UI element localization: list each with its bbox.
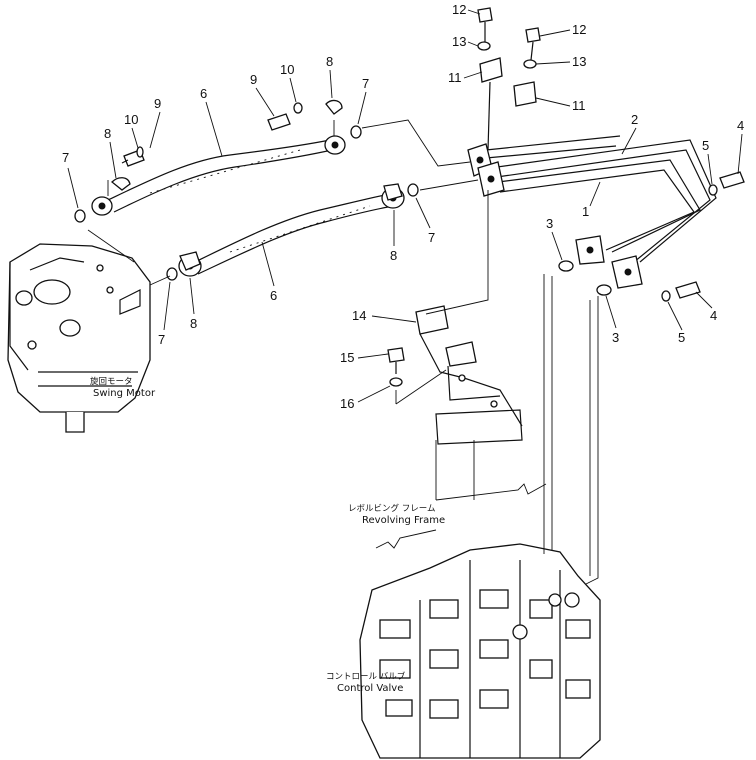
callout-11a: 11	[448, 70, 462, 85]
control-valve: コントロール バルブ Control Valve	[326, 543, 601, 759]
callout-9b: 9	[250, 72, 257, 87]
callout-3a: 3	[546, 216, 553, 231]
clamps	[111, 99, 403, 271]
hose-bolts	[121, 102, 303, 167]
swing-motor-label: Swing Motor	[93, 388, 156, 399]
callout-7a: 7	[62, 150, 69, 165]
callout-7b: 7	[362, 76, 369, 91]
hose-lower	[178, 187, 405, 277]
callout-9a: 9	[154, 96, 161, 111]
callout-14: 14	[352, 308, 366, 323]
o-ring-3b	[596, 284, 612, 296]
callout-5a: 5	[702, 138, 709, 153]
callout-10a: 10	[124, 112, 138, 127]
callout-6a: 6	[200, 86, 207, 101]
callout-2: 2	[631, 112, 638, 127]
frame-label: Revolving Frame	[362, 515, 445, 526]
callout-13a: 13	[452, 34, 466, 49]
swing-motor: 旋回モータ Swing Motor	[7, 243, 156, 433]
o-ring-3a	[558, 260, 574, 272]
callout-8a: 8	[104, 126, 111, 141]
bracket	[387, 305, 523, 445]
valve-label-jp: コントロール バルブ	[326, 671, 406, 682]
frame-label-jp: レボルビング フレーム	[348, 503, 435, 514]
frame-indicator: レボルビング フレーム Revolving Frame	[348, 440, 547, 549]
callout-5b: 5	[678, 330, 685, 345]
callout-11b: 11	[572, 98, 586, 113]
tube-bolts	[661, 171, 745, 302]
callout-7c: 7	[428, 230, 435, 245]
callout-15: 15	[340, 350, 354, 365]
callouts: 12 13 11 12 13 11 2 1 5 4 3 3 4 5 9	[62, 2, 744, 411]
hose-upper	[91, 120, 346, 216]
callout-4a: 4	[737, 118, 744, 133]
callout-12a: 12	[452, 2, 466, 17]
connection-lines	[87, 119, 599, 585]
callout-13b: 13	[572, 54, 586, 69]
steel-tubes	[467, 135, 717, 289]
o-rings	[74, 125, 419, 281]
tube-clips	[477, 7, 541, 151]
callout-8c: 8	[390, 248, 397, 263]
callout-6b: 6	[270, 288, 277, 303]
callout-3b: 3	[612, 330, 619, 345]
swing-motor-label-jp: 旋回モータ	[90, 376, 133, 387]
callout-4b: 4	[710, 308, 717, 323]
callout-7d: 7	[158, 332, 165, 347]
callout-8d: 8	[190, 316, 197, 331]
callout-16: 16	[340, 396, 354, 411]
callout-1: 1	[582, 204, 589, 219]
callout-8b: 8	[326, 54, 333, 69]
callout-10b: 10	[280, 62, 294, 77]
callout-12b: 12	[572, 22, 586, 37]
valve-label: Control Valve	[337, 683, 403, 694]
